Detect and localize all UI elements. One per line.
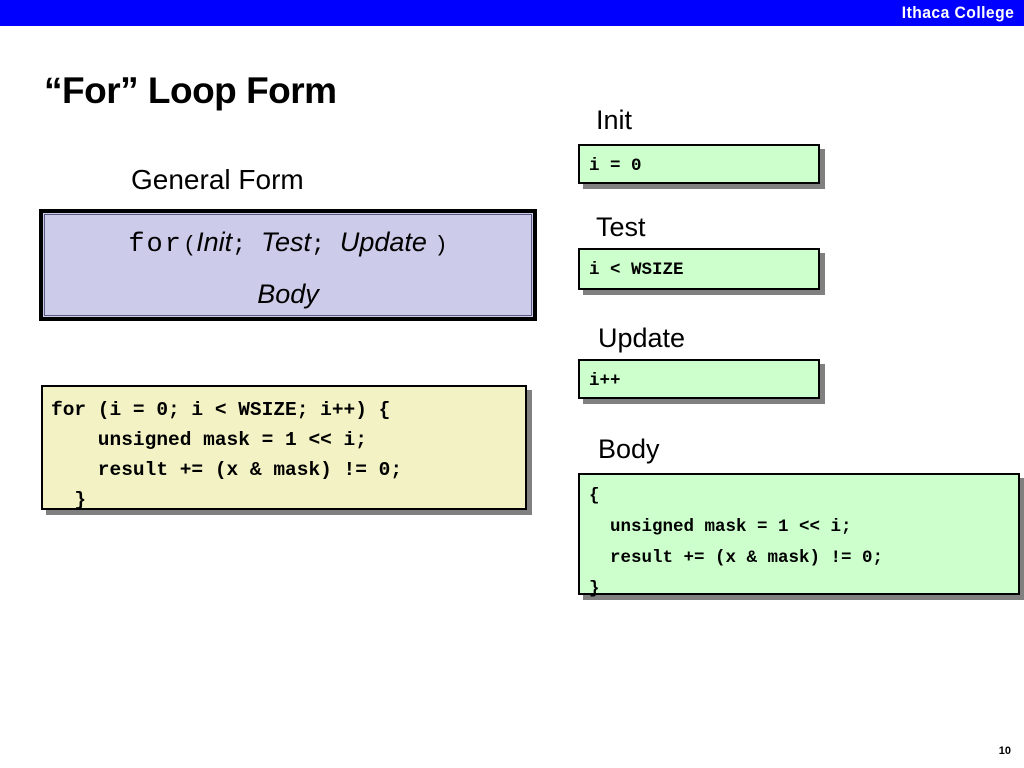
test-label: Test (596, 212, 646, 242)
body-label: Body (598, 434, 660, 464)
test-code-box: i < WSIZE (578, 248, 820, 290)
update-code-box: i++ (578, 359, 820, 399)
page-title: “For” Loop Form (44, 70, 337, 111)
general-form-signature: for(Init; Test; Update ) (43, 229, 533, 259)
brand-logo: Ithaca College (901, 3, 1014, 22)
update-slot-label: Update (339, 227, 427, 257)
open-paren: ( (182, 233, 197, 258)
init-code-box: i = 0 (578, 144, 820, 184)
close-paren: ) (434, 233, 448, 258)
page-number: 10 (998, 745, 1011, 757)
separator-1: ; (232, 232, 246, 258)
update-label: Update (598, 323, 686, 353)
body-slot-label: Body (257, 279, 319, 309)
general-form-body-line: Body (43, 281, 533, 308)
for-keyword: for (128, 230, 183, 260)
init-label: Init (596, 105, 633, 135)
header-bar: Ithaca College (0, 0, 1024, 26)
body-code-box: { unsigned mask = 1 << i; result += (x &… (578, 473, 1020, 599)
general-form-caption: General Form (131, 164, 304, 195)
init-slot-label: Init (196, 227, 233, 257)
test-slot-label: Test (261, 227, 312, 257)
example-code-block: for (i = 0; i < WSIZE; i++) { unsigned m… (41, 385, 527, 511)
general-form-box: for(Init; Test; Update ) Body (39, 209, 537, 321)
separator-2: ; (311, 232, 325, 258)
